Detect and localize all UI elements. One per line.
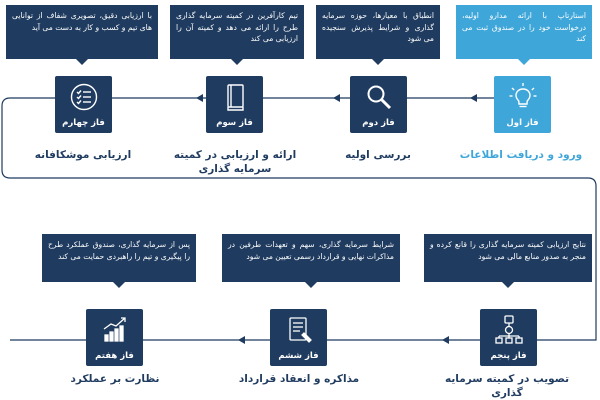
- checklist-icon: [70, 83, 98, 111]
- phase-3-title: ارائه و ارزیابی در کمیته سرمایه گذاری: [173, 149, 297, 175]
- arrow-icon: [333, 94, 340, 102]
- phase-7-title: نظارت بر عملکرد: [70, 373, 160, 385]
- phase-6-label: فاز ششم: [278, 351, 319, 361]
- phase-3-tile: فاز سوم: [206, 76, 263, 133]
- lightbulb-icon: [509, 83, 537, 108]
- phase-1-description: استارتاپ با ارائه مدارو اولیه، درخواست خ…: [456, 5, 592, 65]
- phase-7-description: پس از سرمایه گذاری، صندوق عملکرد طرح را …: [42, 234, 196, 288]
- phase-5-description: نتایج ارزیابی کمیته سرمایه گذاری را قانع…: [424, 234, 592, 288]
- phase-6-description: شرایط سرمایه گذاری، سهم و تعهدات طرفین د…: [222, 234, 400, 288]
- phase-6-title: مذاکره و انعقاد قرارداد: [238, 373, 360, 385]
- phase-2-title: بررسی اولیه: [345, 149, 411, 161]
- phase-4-label: فاز چهارم: [62, 118, 105, 128]
- phase-1-title: ورود و دریافت اطلاعات: [459, 149, 583, 161]
- phase-3-description: تیم کارآفرین در کمیته سرمایه گذاری طرح ر…: [170, 5, 304, 65]
- phase-7-label: فاز هفتم: [95, 351, 134, 361]
- phase-7-tile: فاز هفتم: [86, 309, 143, 366]
- growth-chart-icon: [103, 317, 126, 342]
- phase-2-tile: فاز دوم: [350, 76, 407, 133]
- phase-4-tile: فاز چهارم: [55, 76, 112, 133]
- phase-6-tile: فاز ششم: [270, 309, 327, 366]
- phase-2-description: انطباق با معیارها، حوزه سرمایه گذاری و ش…: [316, 5, 440, 65]
- arrow-icon: [442, 336, 449, 344]
- arrow-icon: [196, 94, 203, 102]
- phase-1-tile: فاز اول: [494, 76, 551, 133]
- phase-1-label: فاز اول: [506, 118, 539, 128]
- phase-4-description: با ارزیابی دقیق، تصویری شفاف از توانایی …: [6, 5, 158, 65]
- phase-5-tile: فاز پنجم: [480, 309, 537, 366]
- network-icon: [495, 315, 523, 344]
- phase-5-title: تصویب در کمیته سرمایه گذاری: [444, 373, 570, 399]
- phase-5-label: فاز پنجم: [490, 351, 527, 361]
- phase-4-title: ارزیابی موشکافانه: [34, 149, 132, 161]
- contract-icon: [289, 317, 312, 343]
- arrow-icon: [470, 94, 477, 102]
- phase-2-label: فاز دوم: [362, 118, 395, 128]
- magnifier-icon: [367, 85, 392, 110]
- arrow-icon: [238, 336, 245, 344]
- phase-3-label: فاز سوم: [216, 118, 253, 128]
- book-icon: [227, 84, 244, 111]
